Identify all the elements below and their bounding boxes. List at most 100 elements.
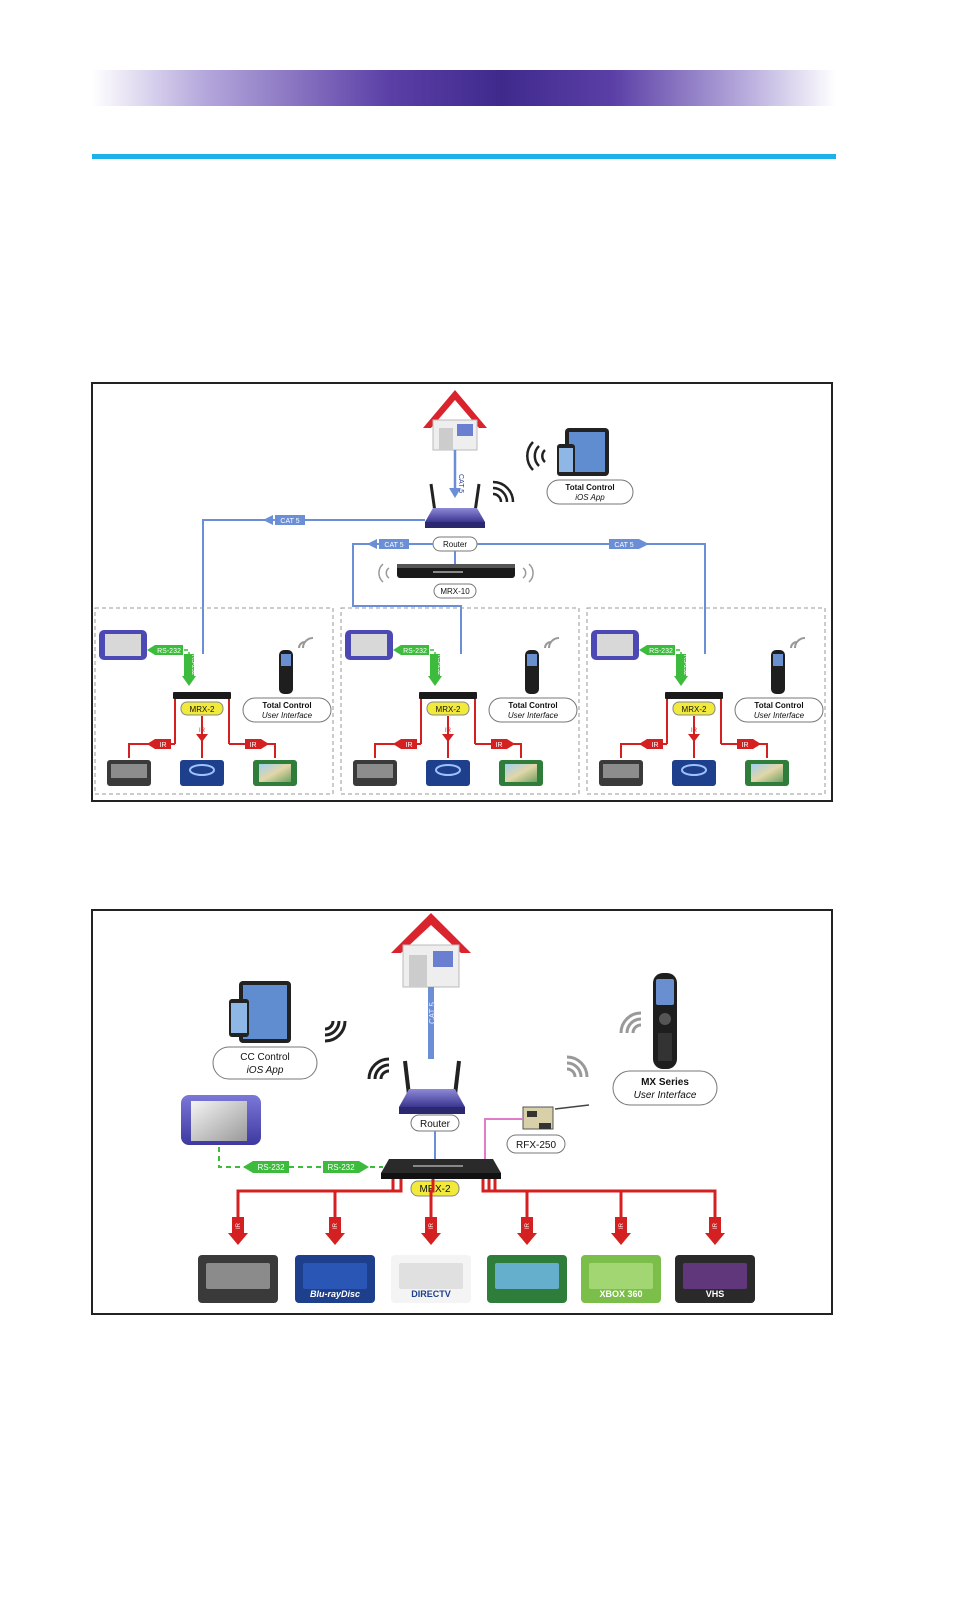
- device-label: DIRECTV: [411, 1289, 451, 1299]
- ir-label: IR: [496, 742, 503, 749]
- router-label: Router: [420, 1119, 451, 1130]
- ui-label-box: [242, 697, 332, 723]
- mrx2-label: MRX-2: [190, 705, 215, 714]
- projector-icon: [99, 630, 147, 660]
- ir-label: IR: [619, 1222, 625, 1229]
- router-icon: [399, 1060, 465, 1114]
- xbox-icon: XBOX 360: [581, 1255, 661, 1303]
- router-wifi-icon: [367, 1057, 390, 1080]
- rs232-vertical-label: RS-232: [190, 655, 196, 676]
- bluray-icon: [426, 760, 470, 786]
- ui-label-title: Total Control: [262, 701, 311, 710]
- ir-label: IR: [406, 742, 413, 749]
- remote-icon: [525, 650, 539, 694]
- cc-control-label-box: [212, 1046, 318, 1080]
- mrx2-label-box: [672, 701, 716, 716]
- mrx2-label: MRX-2: [682, 705, 707, 714]
- receiver-icon: [353, 760, 397, 786]
- header-band: [92, 70, 836, 106]
- rfx250-label-box: [506, 1134, 566, 1154]
- router-icon: [425, 483, 485, 528]
- router-label: Router: [443, 540, 467, 549]
- ir-label: IR: [742, 742, 749, 749]
- ir-label: IR: [236, 1222, 242, 1229]
- ui-label-subtitle: User Interface: [262, 711, 313, 720]
- section-rule: [92, 154, 836, 159]
- ir-label: IR: [445, 728, 452, 734]
- wifi-icon: [526, 441, 546, 471]
- remote-icon: [771, 650, 785, 694]
- ir-label: IR: [333, 1222, 339, 1229]
- remote-wifi-icon: [298, 637, 314, 649]
- receiver-icon: [599, 760, 643, 786]
- mrx10-label: MRX-10: [440, 587, 470, 596]
- ipad-iphone-icon: [229, 981, 291, 1043]
- ui-label-box: [488, 697, 578, 723]
- cat5-label: CAT 5: [428, 1001, 437, 1023]
- tv-icon: [253, 760, 297, 786]
- rf-signal-icon-right: [522, 563, 534, 583]
- ir-label: IR: [199, 728, 206, 734]
- house-icon: [391, 913, 471, 988]
- rfx250-base-icon: [522, 1104, 590, 1130]
- receiver-icon: [107, 760, 151, 786]
- rs232-label: RS-232: [649, 648, 673, 655]
- directv-icon: DIRECTV: [391, 1255, 471, 1303]
- rf-wifi-icon: [566, 1055, 589, 1078]
- mrx2-label: MRX-2: [419, 1184, 451, 1195]
- projector-icon: [181, 1095, 261, 1145]
- cc-control-subtitle: iOS App: [247, 1065, 284, 1076]
- ios-app-subtitle: iOS App: [575, 493, 605, 502]
- rf-signal-icon-left: [378, 563, 390, 583]
- remote-wifi-icon: [790, 637, 806, 649]
- ui-label-box: [734, 697, 824, 723]
- rs232-label-b: RS-232: [327, 1163, 355, 1172]
- rs232-label: RS-232: [403, 648, 427, 655]
- vhs-icon: VHS: [675, 1255, 755, 1303]
- cc-control-title: CC Control: [240, 1052, 289, 1063]
- mrx2-label-box: [180, 701, 224, 716]
- mrx2-label-box: [426, 701, 470, 716]
- bluray-icon: Blu-rayDisc: [295, 1255, 375, 1303]
- cat5-vertical-label: CAT 5: [457, 474, 464, 493]
- device-3: IR DIRECTV: [391, 1179, 471, 1303]
- ui-label-subtitle: User Interface: [508, 711, 559, 720]
- tv-icon: [499, 760, 543, 786]
- mrx2-hub-icon: [381, 1159, 501, 1179]
- ir-label: IR: [160, 742, 167, 749]
- ir-label: IR: [250, 742, 257, 749]
- device-label: XBOX 360: [599, 1289, 642, 1299]
- router-wifi-icon: [492, 480, 515, 503]
- mx-series-label-box: [612, 1070, 718, 1106]
- cat5-right-label: CAT 5: [614, 542, 633, 549]
- mrx2-hub-icon: [419, 692, 477, 699]
- remote-wifi-icon: [619, 1011, 642, 1034]
- ir-label: IR: [691, 728, 698, 734]
- bluray-icon: [180, 760, 224, 786]
- ir-label: IR: [713, 1222, 719, 1229]
- ui-label-title: Total Control: [508, 701, 557, 710]
- ir-label: IR: [429, 1222, 435, 1229]
- device-label: VHS: [706, 1289, 725, 1299]
- wifi-icon: [324, 1020, 347, 1043]
- ui-label-title: Total Control: [754, 701, 803, 710]
- mx-series-subtitle: User Interface: [634, 1090, 697, 1101]
- diagram-multi-zone: CAT 5 Total Control iOS App Router CAT 5…: [91, 382, 833, 802]
- ir-label: IR: [652, 742, 659, 749]
- ui-label-subtitle: User Interface: [754, 711, 805, 720]
- mx-remote-icon: [653, 973, 677, 1069]
- device-1: IR: [198, 1179, 395, 1303]
- ios-app-label-box: [546, 479, 634, 505]
- device-6: IR VHS: [493, 1179, 755, 1303]
- rs232-label-a: RS-232: [257, 1163, 285, 1172]
- device-2: IR Blu-rayDisc: [295, 1179, 403, 1303]
- rs232-label: RS-232: [157, 648, 181, 655]
- remote-wifi-icon: [544, 637, 560, 649]
- device-label: Blu-rayDisc: [310, 1289, 360, 1299]
- ipad-iphone-icon: [557, 428, 609, 476]
- cat5-left-label: CAT 5: [280, 518, 299, 525]
- receiver-icon: [198, 1255, 278, 1303]
